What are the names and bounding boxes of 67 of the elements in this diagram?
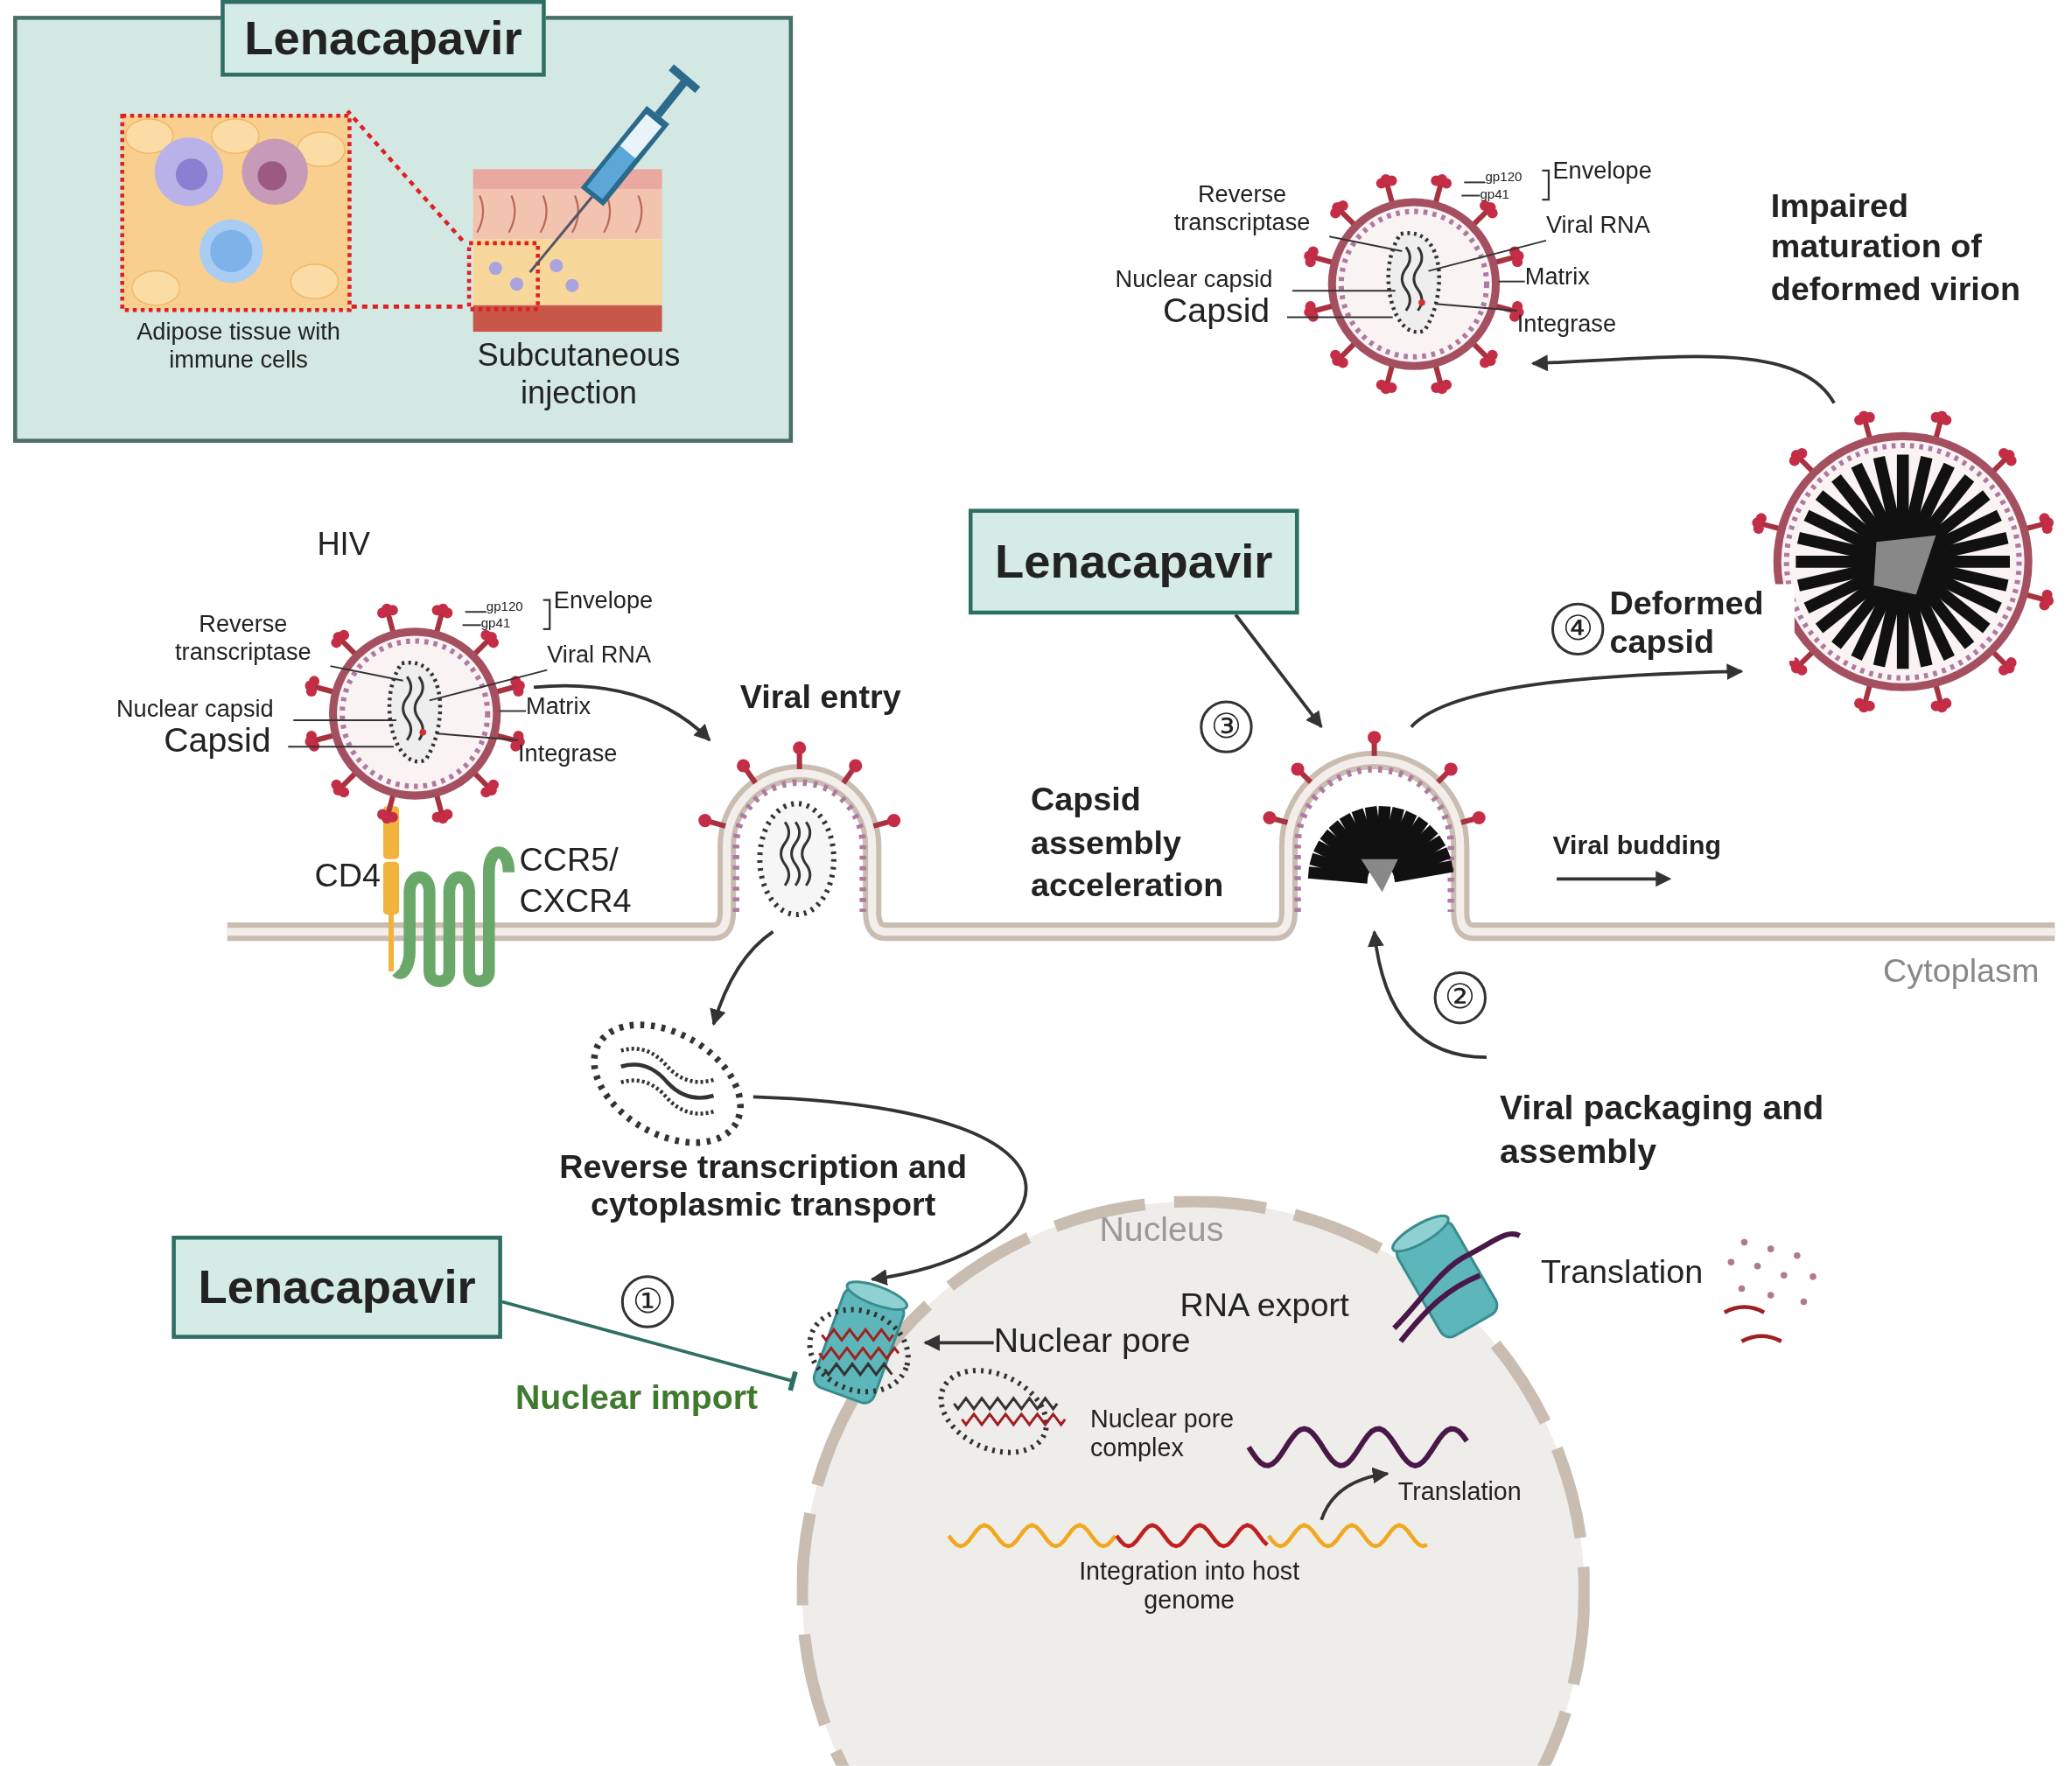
arrow [1320,1468,1390,1521]
label-text: Capsid assembly acceleration [1030,779,1225,905]
label-text: Matrix [526,692,606,722]
leader-line [1497,280,1526,283]
step-number: ② [1433,971,1487,1025]
label-text: gp41 [1480,185,1522,203]
arrow [752,1095,1027,1285]
leader-line [1463,181,1487,184]
caption-text: Translation [1540,1252,1704,1292]
leader-line [498,710,528,712]
panel-background [13,16,794,443]
label-text: Integrase [1516,310,1631,340]
arrow [534,683,711,742]
leader-line [1434,303,1518,312]
leader-line [1292,290,1396,292]
label-text: Reverse transcriptase [1154,180,1330,237]
zoom-line [346,109,465,242]
leader-line [292,719,398,722]
caption-text: Viral entry [739,677,902,717]
step-number: ① [620,1275,675,1328]
arrow [923,1334,994,1351]
step-number: ③ [1200,700,1253,753]
label-text: Viral RNA [1545,211,1672,241]
label-text: Nuclear import [515,1378,760,1419]
label-text: Cytoplasm [1883,951,2040,991]
label-text: Envelope [1552,157,1653,186]
label-text: Integrase [518,739,632,769]
caption-text: Integration into host genome [1078,1557,1301,1615]
leader-line [464,611,487,613]
drug-box: Lenacapavir [172,1236,502,1339]
edge-label: Deformed capsid [1609,584,1795,662]
label-text: CCR5/ CXCR4 [519,839,633,921]
caption-text: Adipose tissue with immune cells [136,318,341,375]
label-text: Viral packaging and assembly [1500,1086,1825,1173]
caption-text: Nuclear pore complex [1089,1405,1236,1464]
inhibition-line [501,1300,798,1393]
label-text: Viral budding [1552,830,1722,861]
arrow [1368,929,1488,1060]
arrow [1410,663,1744,729]
label-text: Reverse transcriptase [156,610,331,667]
adipose-tissue-drawing [120,113,352,312]
label-text: Envelope [553,586,654,615]
step-number: ④ [1550,602,1605,656]
arrow [1234,613,1323,729]
caption-text: Reverse transcription and cytoplasmic transport [558,1146,969,1224]
label-text: CD4 [314,856,382,895]
caption-text: HIV [317,526,371,564]
leader-line [287,746,396,748]
label-text: Viral RNA [547,641,673,670]
arrow [1530,354,1836,404]
caption-text: Subcutaneous injection [476,337,682,412]
label-text: Matrix [1524,263,1605,292]
leader-line [428,669,549,702]
leader-line [329,665,404,682]
leader-line [435,732,519,741]
arrow [710,930,774,1027]
label-text: gp120 [1485,167,1538,186]
leader-line [1285,316,1394,319]
label-text: gp41 [480,614,524,632]
leader-line [1460,194,1481,197]
drug-box: Lenacapavir [969,508,1299,615]
leader-line [461,624,482,627]
leader-line [1328,235,1404,252]
nucleus-label: Nucleus [1099,1209,1224,1251]
label-text: gp120 [486,597,540,615]
drug-box: Lenacapavir [220,0,546,77]
leader-line [1427,239,1547,272]
